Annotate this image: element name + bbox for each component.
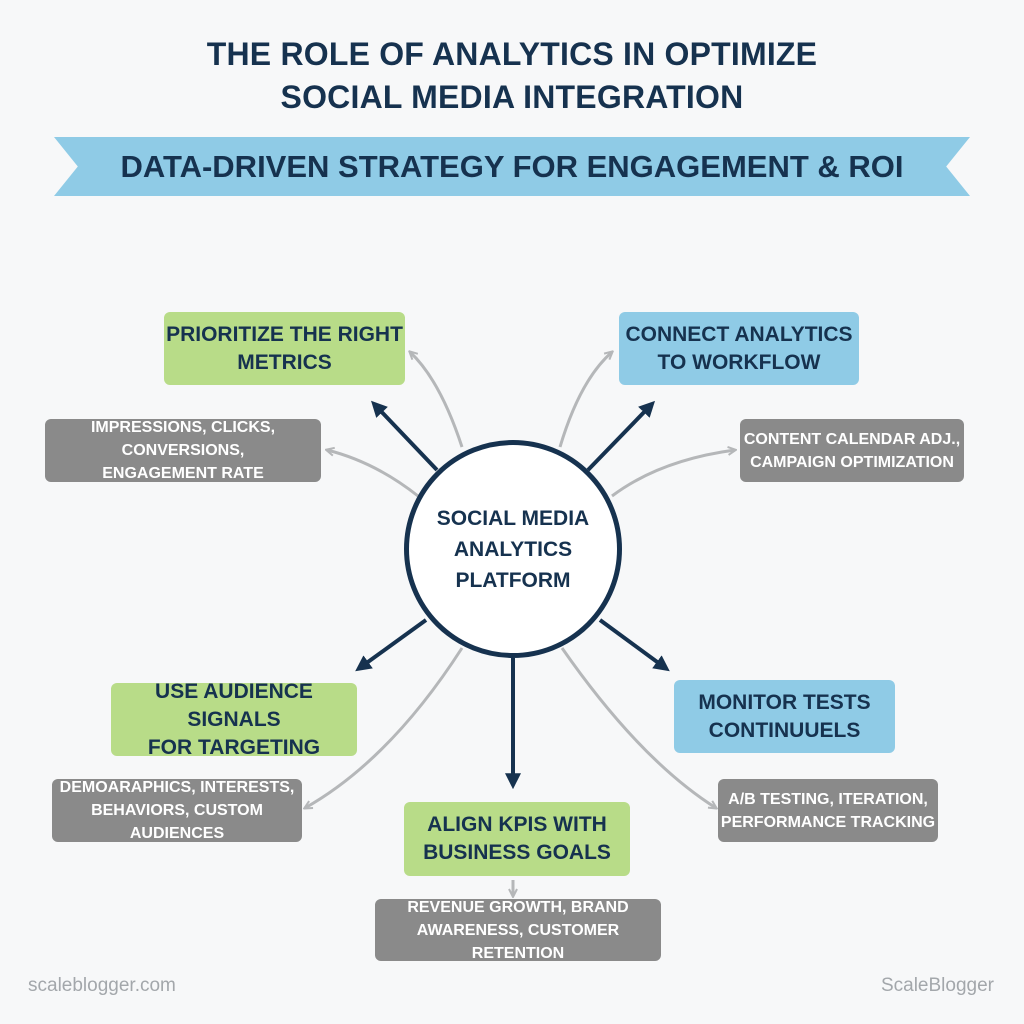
audience-line-1: USE AUDIENCE SIGNALS xyxy=(155,679,313,731)
connect-line-1: CONNECT ANALYTICS xyxy=(625,322,853,346)
connector-to-connect xyxy=(558,352,612,448)
banner-ribbon xyxy=(54,137,970,196)
connector-to-prioritize-detail xyxy=(327,450,419,498)
align-line-1: ALIGN KPIS WITH xyxy=(427,813,607,836)
audience-detail-line-2: BEHAVIORS, CUSTOM AUDIENCES xyxy=(91,802,263,842)
center-line-2: ANALYTICS xyxy=(453,537,573,561)
connect-line-2: TO WORKFLOW xyxy=(657,350,821,374)
arrow-to-audience xyxy=(355,618,428,672)
connect-workflow-box: CONNECT ANALYTICS TO WORKFLOW xyxy=(619,312,859,385)
center-line-1: SOCIAL MEDIA xyxy=(436,506,590,530)
footer-brand-name: ScaleBlogger xyxy=(880,975,994,996)
align-detail-line-2: AWARENESS, CUSTOMER RETENTION xyxy=(416,921,620,962)
connector-to-connect-detail xyxy=(611,450,735,498)
monitor-tests-box: MONITOR TESTS CONTINUUELS xyxy=(674,680,895,753)
align-detail-line-1: REVENUE GROWTH, BRAND xyxy=(407,898,629,916)
audience-signals-box: USE AUDIENCE SIGNALS FOR TARGETING xyxy=(111,680,357,759)
prioritize-detail-line-1: IMPRESSIONS, CLICKS, CONVERSIONS, xyxy=(90,419,276,459)
prioritize-detail-line-2: ENGAGEMENT RATE xyxy=(102,465,264,482)
connect-detail-box: CONTENT CALENDAR ADJ., CAMPAIGN OPTIMIZA… xyxy=(740,419,964,482)
prioritize-metrics-box: PRIORITIZE THE RIGHT METRICS xyxy=(164,312,405,385)
align-line-2: BUSINESS GOALS xyxy=(423,841,611,864)
monitor-line-1: MONITOR TESTS xyxy=(698,690,871,714)
connector-to-monitor-detail xyxy=(560,647,716,808)
monitor-detail-line-2: PERFORMANCE TRACKING xyxy=(720,813,936,831)
audience-detail-box: DEMOARAPHICS, INTERESTS, BEHAVIORS, CUST… xyxy=(52,779,302,842)
title-line-1: THE ROLE OF ANALYTICS IN OPTIMIZE xyxy=(206,36,818,72)
center-line-3: PLATFORM xyxy=(455,568,571,592)
connector-to-prioritize xyxy=(410,352,464,448)
connector-to-audience-detail xyxy=(305,647,464,808)
prioritize-line-2: METRICS xyxy=(237,350,332,374)
prioritize-detail-box: IMPRESSIONS, CLICKS, CONVERSIONS, ENGAGE… xyxy=(45,419,321,482)
monitor-line-2: CONTINUUELS xyxy=(708,718,861,742)
title-line-2: SOCIAL MEDIA INTEGRATION xyxy=(280,79,744,115)
align-kpis-box: ALIGN KPIS WITH BUSINESS GOALS xyxy=(404,802,630,876)
arrow-to-prioritize xyxy=(371,400,439,472)
monitor-detail-box: A/B TESTING, ITERATION, PERFORMANCE TRAC… xyxy=(718,779,938,842)
audience-line-2: FOR TARGETING xyxy=(147,735,321,759)
prioritize-line-1: PRIORITIZE THE RIGHT xyxy=(166,322,403,346)
arrow-to-monitor xyxy=(598,618,670,672)
center-node: SOCIAL MEDIA ANALYTICS PLATFORM xyxy=(404,440,622,658)
align-detail-box: REVENUE GROWTH, BRAND AWARENESS, CUSTOME… xyxy=(375,898,661,962)
arrow-to-connect xyxy=(586,400,656,472)
connect-detail-line-2: CAMPAIGN OPTIMIZATION xyxy=(750,453,954,471)
footer-site-url: scaleblogger.com xyxy=(28,975,176,996)
monitor-detail-line-1: A/B TESTING, ITERATION, xyxy=(728,790,928,808)
connect-detail-line-1: CONTENT CALENDAR ADJ., xyxy=(743,430,961,448)
audience-detail-line-1: DEMOARAPHICS, INTERESTS, xyxy=(59,779,295,796)
banner-text: DATA-DRIVEN STRATEGY FOR ENGAGEMENT & RO… xyxy=(120,149,904,184)
